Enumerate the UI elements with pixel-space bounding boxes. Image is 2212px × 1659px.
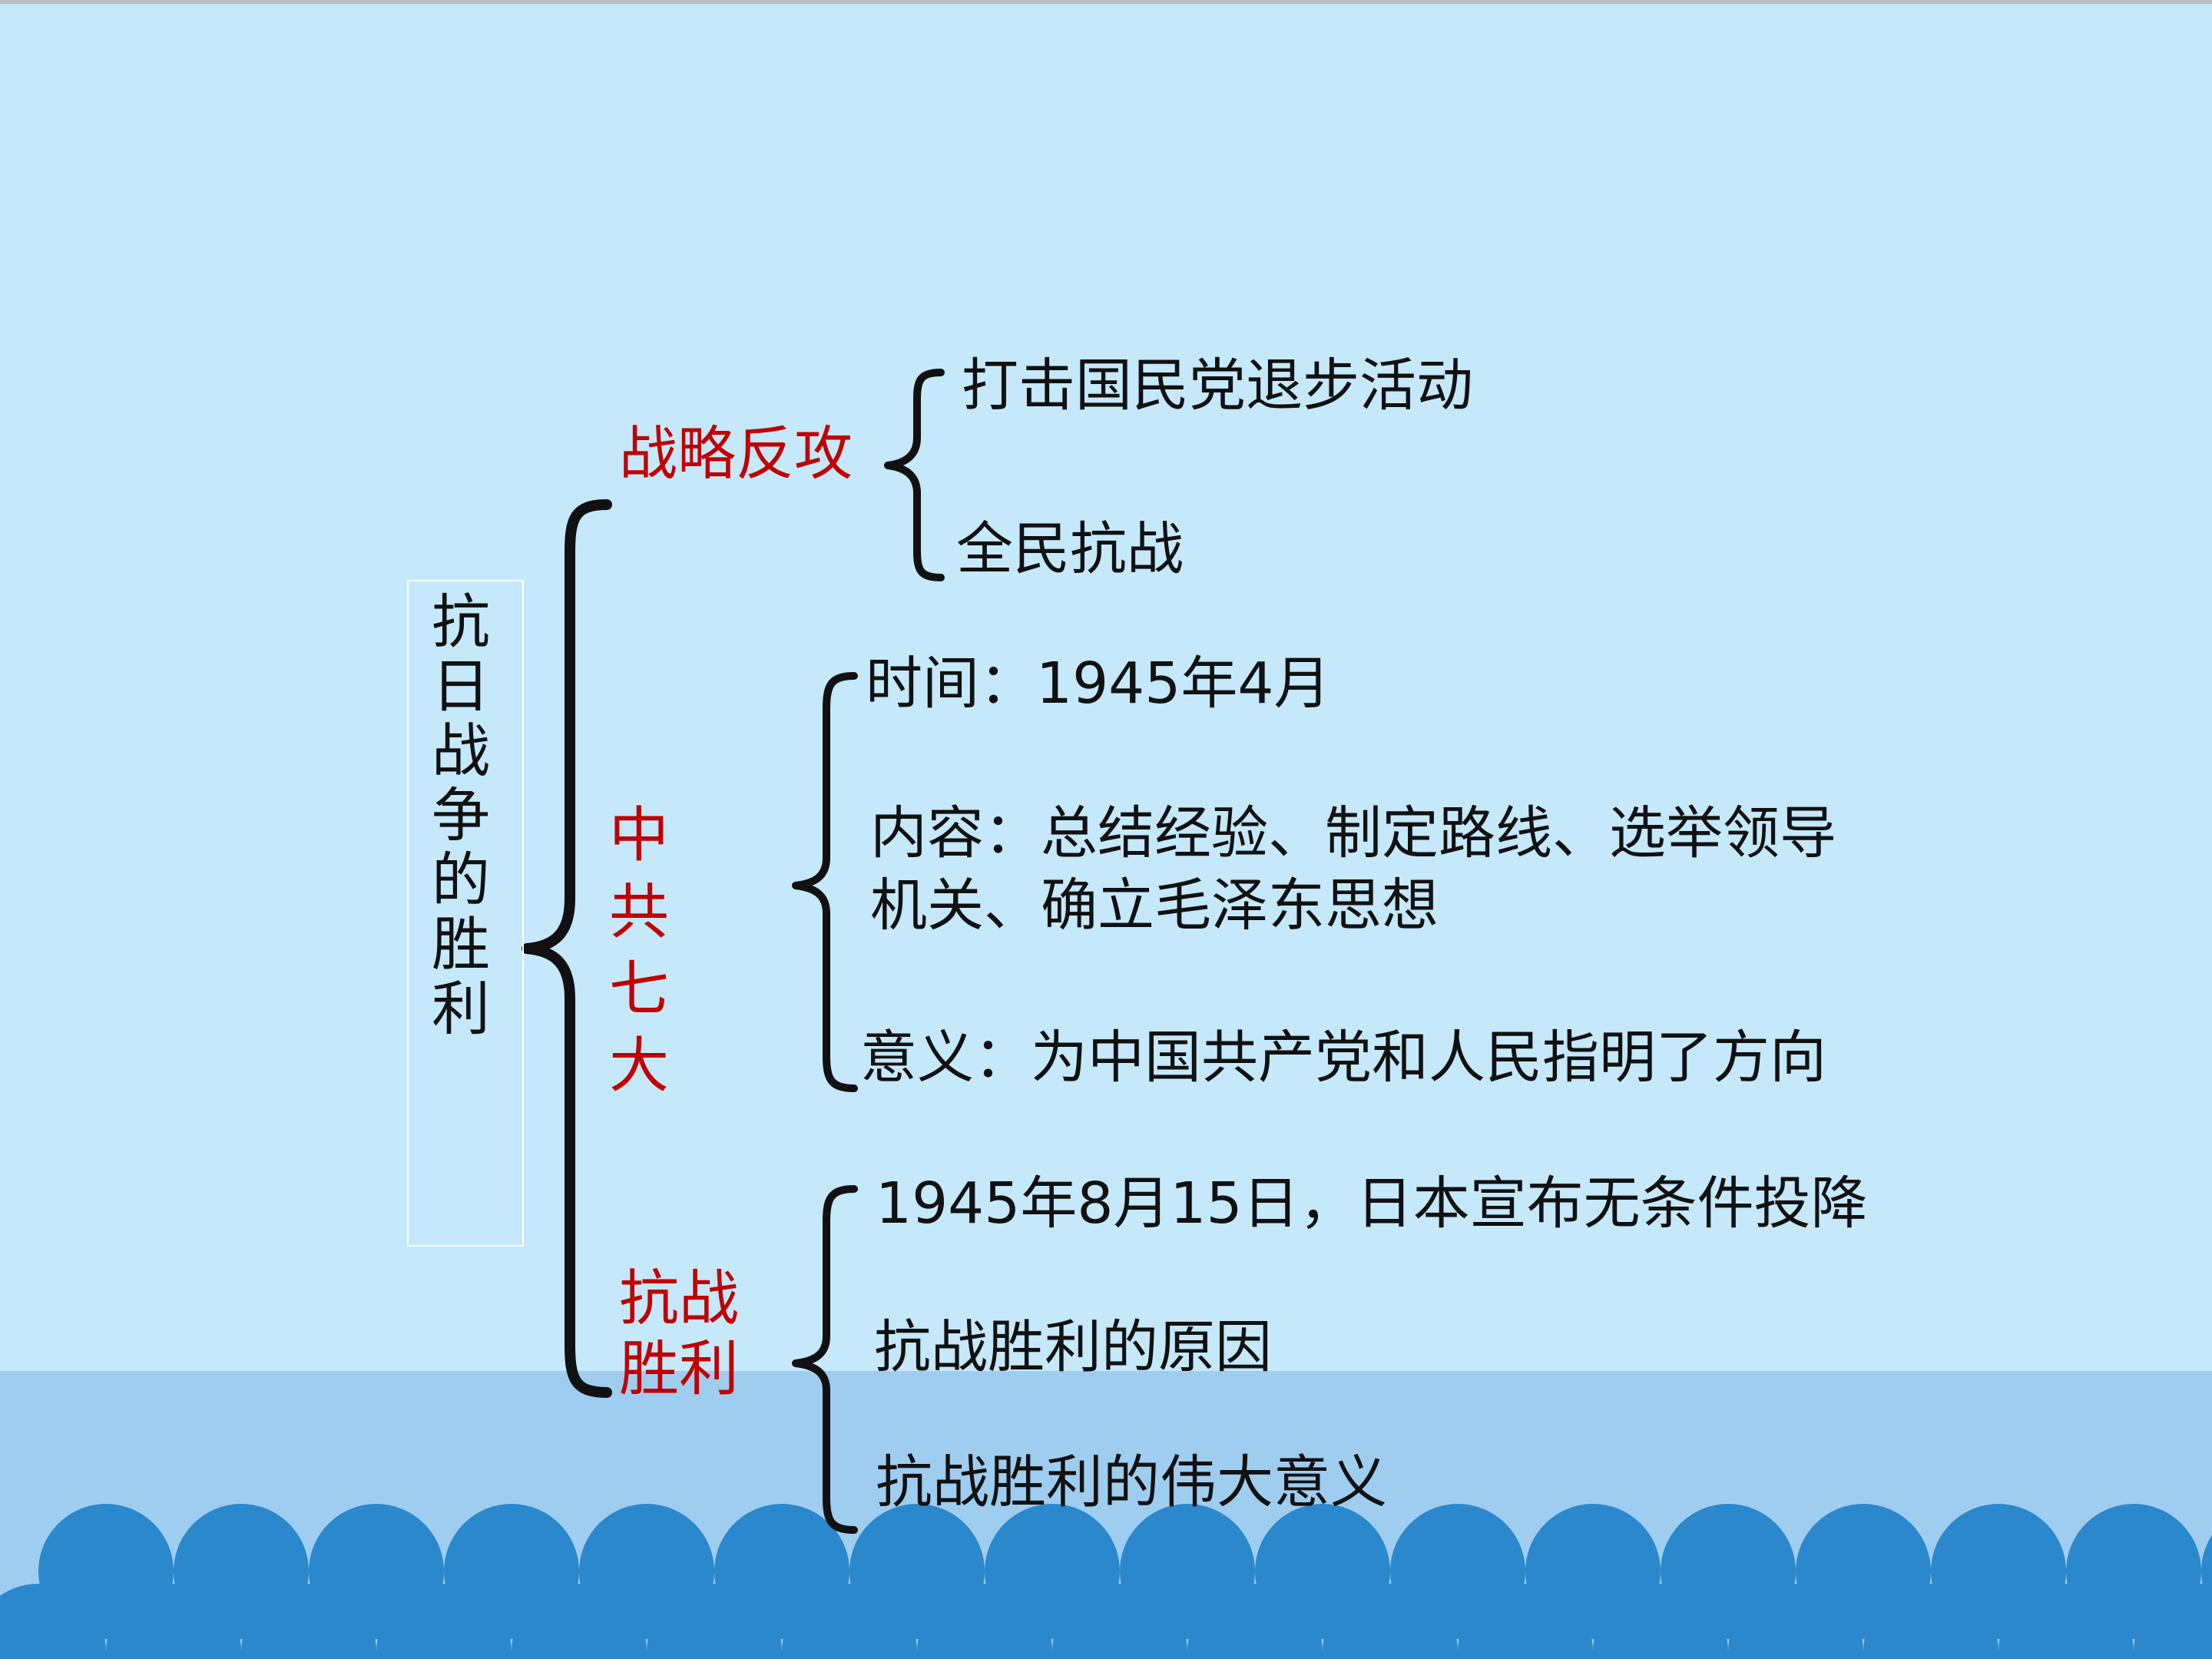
congress-bracket xyxy=(792,672,858,1092)
diagram-title: 抗日战争的胜利 xyxy=(432,588,490,1043)
wave-scallop-front xyxy=(1458,1584,1593,1659)
wave-scallop-front xyxy=(1998,1584,2134,1659)
branch-label-counterattack: 战略反攻 xyxy=(619,419,853,488)
wave-scallop-front xyxy=(512,1584,647,1659)
branch-label-seventh-congress: 中共七大 xyxy=(608,801,669,1101)
victory-item-reasons: 抗战胜利的原因 xyxy=(874,1314,1272,1380)
wave-scallop-front xyxy=(376,1584,512,1659)
wave-scallop-front xyxy=(0,1584,106,1659)
wave-scallop-front xyxy=(782,1584,917,1659)
victory-item-surrender: 1945年8月15日，日本宣布无条件投降 xyxy=(876,1171,1868,1237)
top-border xyxy=(0,0,2212,4)
wave-scallop-front xyxy=(1323,1584,1458,1659)
counterattack-item-1: 打击国民党退步活动 xyxy=(962,353,1473,419)
congress-item-significance: 意义：为中国共产党和人民指明了方向 xyxy=(860,1025,1826,1091)
congress-item-time: 时间：1945年4月 xyxy=(866,651,1331,717)
title-box xyxy=(407,580,524,1247)
wave-scallop-front xyxy=(1593,1584,1728,1659)
wave-scallop-front xyxy=(917,1584,1052,1659)
wave-scallop-front xyxy=(2134,1584,2212,1659)
victory-bracket xyxy=(792,1185,858,1534)
wave-scallop-front xyxy=(106,1584,241,1659)
wave-scallop-front xyxy=(1728,1584,1863,1659)
main-bracket xyxy=(522,499,612,1398)
victory-item-significance: 抗战胜利的伟大意义 xyxy=(876,1449,1387,1515)
wave-scallop-front xyxy=(1187,1584,1323,1659)
counterattack-bracket xyxy=(884,369,945,581)
wave-base xyxy=(0,1651,2212,1659)
wave-scallop-front xyxy=(647,1584,782,1659)
wave-scallop-front xyxy=(1052,1584,1187,1659)
branch-label-victory: 抗战胜利 xyxy=(619,1264,740,1404)
counterattack-item-2: 全民抗战 xyxy=(956,516,1184,582)
wave-scallop-front xyxy=(1863,1584,1998,1659)
congress-item-content: 内容：总结经验、制定路线、选举领导机关、确立毛泽东思想 xyxy=(870,800,1836,939)
wave-scallop-front xyxy=(241,1584,376,1659)
